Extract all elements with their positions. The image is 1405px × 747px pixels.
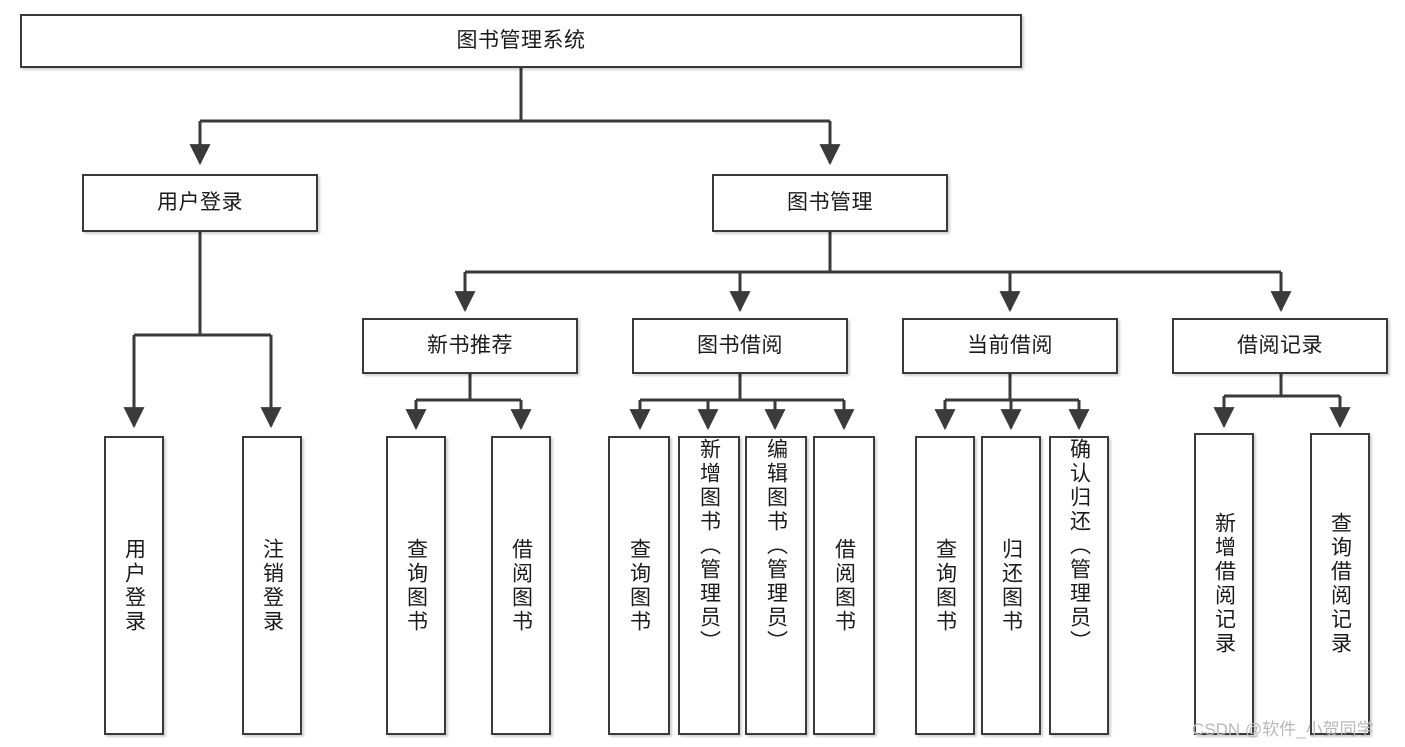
node-label: 图书管理 [787, 191, 873, 215]
node-leaf-add-book[interactable]: 新增图书（管理员） [678, 436, 740, 735]
node-leaf-borrow-book-1[interactable]: 借阅图书 [491, 436, 551, 735]
node-label: 确认归还（管理员） [1067, 438, 1091, 654]
node-borrow-record[interactable]: 借阅记录 [1172, 318, 1388, 374]
node-label: 图书借阅 [697, 334, 783, 358]
node-label: 新书推荐 [427, 334, 513, 358]
node-new-book-recommend[interactable]: 新书推荐 [362, 318, 578, 374]
node-leaf-user-login[interactable]: 用户登录 [104, 436, 164, 735]
node-label: 查询图书 [933, 537, 957, 634]
node-current-borrow[interactable]: 当前借阅 [902, 318, 1118, 374]
node-leaf-query-book-2[interactable]: 查询图书 [608, 436, 670, 735]
node-label: 查询图书 [404, 537, 428, 634]
node-label: 借阅图书 [509, 537, 533, 634]
node-book-management-system[interactable]: 图书管理系统 [20, 14, 1022, 68]
node-label: 编辑图书（管理员） [764, 438, 788, 654]
node-label: 新增图书（管理员） [697, 438, 721, 654]
node-leaf-query-record[interactable]: 查询借阅记录 [1310, 433, 1370, 735]
node-leaf-add-record[interactable]: 新增借阅记录 [1194, 433, 1254, 735]
node-book-manage[interactable]: 图书管理 [712, 174, 948, 232]
node-label: 用户登录 [122, 537, 146, 634]
node-label: 借阅图书 [832, 537, 856, 634]
csdn-watermark: CSDN @软件_小贺同学 [1192, 720, 1374, 739]
node-label: 查询图书 [627, 537, 651, 634]
node-label: 用户登录 [157, 191, 243, 215]
node-label: 注销登录 [260, 537, 284, 634]
node-label: 归还图书 [999, 537, 1023, 634]
node-label: 借阅记录 [1237, 334, 1323, 358]
node-leaf-edit-book[interactable]: 编辑图书（管理员） [745, 436, 807, 735]
node-leaf-query-book-3[interactable]: 查询图书 [915, 436, 975, 735]
node-leaf-query-book-1[interactable]: 查询图书 [386, 436, 446, 735]
node-leaf-logout-login[interactable]: 注销登录 [242, 436, 302, 735]
node-label: 查询借阅记录 [1328, 512, 1352, 656]
node-leaf-borrow-book-2[interactable]: 借阅图书 [813, 436, 875, 735]
node-leaf-return-book[interactable]: 归还图书 [981, 436, 1041, 735]
node-book-borrow[interactable]: 图书借阅 [632, 318, 848, 374]
node-label: 图书管理系统 [456, 29, 586, 53]
node-label: 新增借阅记录 [1212, 512, 1236, 656]
node-leaf-confirm-return[interactable]: 确认归还（管理员） [1049, 436, 1109, 735]
node-user-login[interactable]: 用户登录 [82, 174, 318, 232]
node-label: 当前借阅 [967, 334, 1053, 358]
